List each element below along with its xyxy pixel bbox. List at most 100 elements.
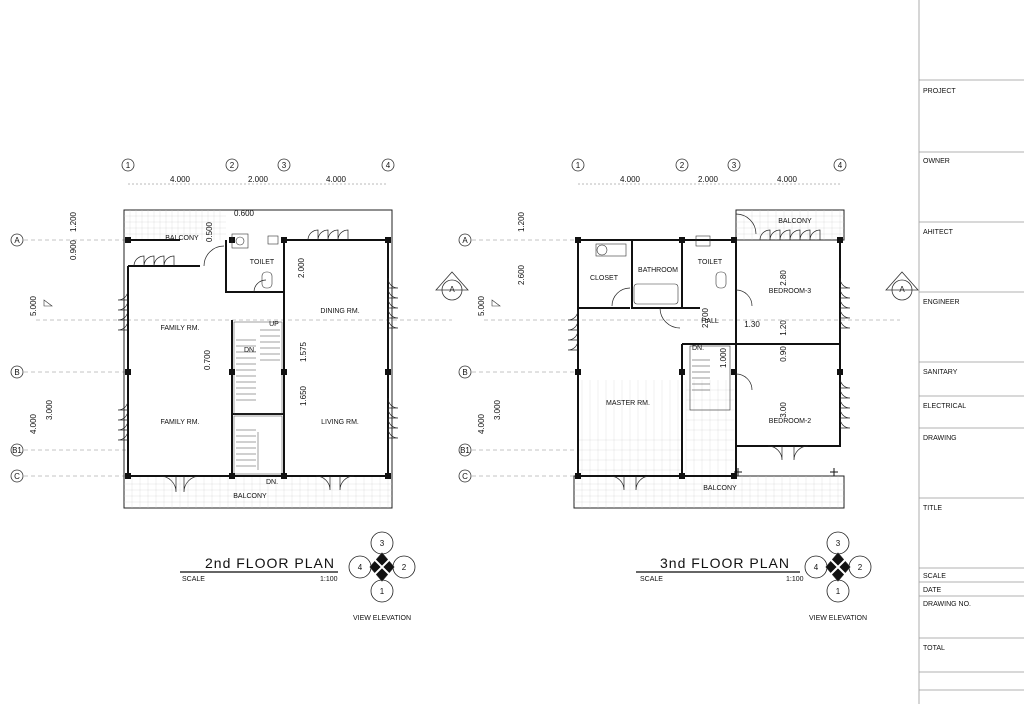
tb-architect: AHITECT: [923, 229, 954, 236]
dim-left-4: 4.000: [477, 413, 486, 434]
inner-dim-1: 2.80: [779, 270, 788, 286]
grid-col-3: 3: [732, 161, 737, 170]
room-bedroom3: BEDROOM-3: [769, 288, 812, 295]
section-label: A: [899, 285, 905, 294]
dim-top-1: 4.000: [620, 175, 641, 184]
dim-top-1: 4.000: [170, 175, 191, 184]
scale-label: SCALE: [182, 576, 205, 583]
grid-row-c: C: [462, 472, 468, 481]
room-bathroom: BATHROOM: [638, 267, 678, 274]
section-label: A: [449, 285, 455, 294]
dim-left-1: 1.200: [517, 211, 526, 232]
room-closet: CLOSET: [590, 275, 619, 282]
tb-total: TOTAL: [923, 645, 945, 652]
dim-left-5: 3.000: [45, 399, 54, 420]
inner-dim-2: 1.30: [744, 320, 760, 329]
tb-title: TITLE: [923, 505, 942, 512]
room-family-lower: FAMILY RM.: [160, 419, 199, 426]
grid-col-2: 2: [680, 161, 685, 170]
plan-3nd-floor: 1 2 3 4 4.000 2.000 4.000 A B B1 C 1.200…: [458, 158, 919, 622]
stair-dn-2: DN.: [266, 479, 278, 486]
room-balcony-top: BALCONY: [778, 218, 812, 225]
inner-dim-5: 1.000: [719, 347, 728, 368]
grid-col-4: 4: [386, 161, 391, 170]
grid-col-2: 2: [230, 161, 235, 170]
scale-value: 1:100: [320, 576, 338, 583]
elev-mark-1: 1: [380, 587, 385, 596]
inner-dim-6: 1.650: [299, 385, 308, 406]
section-marker-a: [885, 271, 919, 301]
room-living: LIVING RM.: [321, 419, 359, 426]
room-balcony-bottom: BALCONY: [233, 493, 267, 500]
tb-scale: SCALE: [923, 573, 946, 580]
room-master: MASTER RM.: [606, 400, 650, 407]
grid-col-3: 3: [282, 161, 287, 170]
inner-dim-1: 0.600: [234, 209, 255, 218]
elev-mark-2: 2: [402, 563, 407, 572]
stair-dn: DN.: [692, 345, 704, 352]
dim-left-2: 0.900: [69, 239, 78, 260]
dim-left-1: 1.200: [69, 211, 78, 232]
tb-engineer: ENGINEER: [923, 299, 960, 306]
plan-2nd-floor: 1 2 3 4 4.000 2.000 4.000 A B B1 C 1.200…: [10, 158, 469, 622]
dim-top-2: 2.000: [698, 175, 719, 184]
room-family-upper: FAMILY RM.: [160, 325, 199, 332]
dim-left-5: 3.000: [493, 399, 502, 420]
room-balcony-top: BALCONY: [165, 235, 199, 242]
grid-row-b: B: [462, 368, 467, 377]
title-block: [918, 0, 1024, 704]
inner-dim-2: 0.500: [205, 221, 214, 242]
elev-mark-1: 1: [836, 587, 841, 596]
grid-row-b: B: [14, 368, 19, 377]
inner-dim-5: 1.575: [299, 341, 308, 362]
view-elevation-symbol: [804, 531, 872, 603]
view-elevation-symbol: [348, 531, 416, 603]
inner-dim-4: 1.20: [779, 320, 788, 336]
scale-label: SCALE: [640, 576, 663, 583]
tb-drawing-no: DRAWING NO.: [923, 601, 971, 608]
tb-owner: OWNER: [923, 158, 950, 165]
elev-mark-4: 4: [814, 563, 819, 572]
tb-project: PROJECT: [923, 88, 956, 95]
grid-row-a: A: [462, 236, 468, 245]
grid-row-b1: B1: [12, 446, 22, 455]
dim-left-2: 2.600: [517, 264, 526, 285]
room-bedroom2: BEDROOM-2: [769, 418, 812, 425]
tb-electrical: ELECTRICAL: [923, 403, 966, 410]
inner-dim-6: 0.90: [779, 346, 788, 362]
plan-title: 3nd FLOOR PLAN: [660, 555, 790, 571]
dim-top-2: 2.000: [248, 175, 269, 184]
section-marker-a: [435, 271, 469, 301]
inner-dim-7: 3.00: [779, 402, 788, 418]
elev-mark-3: 3: [380, 539, 385, 548]
grid-row-c: C: [14, 472, 20, 481]
tb-date: DATE: [923, 587, 941, 594]
inner-dim-3: 2.700: [701, 307, 710, 328]
room-balcony-bottom: BALCONY: [703, 485, 737, 492]
dim-top-3: 4.000: [326, 175, 347, 184]
elev-mark-3: 3: [836, 539, 841, 548]
stair-up: UP: [269, 321, 279, 328]
room-dining: DINING RM.: [320, 308, 359, 315]
grid-row-a: A: [14, 236, 20, 245]
dim-left-3: 5.000: [477, 295, 486, 316]
room-hall: HALL: [701, 318, 719, 325]
elev-mark-4: 4: [358, 563, 363, 572]
grid-col-1: 1: [126, 161, 131, 170]
view-elevation-label: VIEW ELEVATION: [809, 615, 867, 622]
scale-value: 1:100: [786, 576, 804, 583]
room-toilet: TOILET: [698, 259, 723, 266]
tb-drawing: DRAWING: [923, 435, 957, 442]
room-toilet: TOILET: [250, 259, 275, 266]
dim-left-4: 4.000: [29, 413, 38, 434]
inner-dim-3: 2.000: [297, 257, 306, 278]
inner-dim-4: 0.700: [203, 349, 212, 370]
plan-title: 2nd FLOOR PLAN: [205, 555, 335, 571]
grid-col-1: 1: [576, 161, 581, 170]
elev-mark-2: 2: [858, 563, 863, 572]
tb-sanitary: SANITARY: [923, 369, 958, 376]
grid-col-4: 4: [838, 161, 843, 170]
view-elevation-label: VIEW ELEVATION: [353, 615, 411, 622]
